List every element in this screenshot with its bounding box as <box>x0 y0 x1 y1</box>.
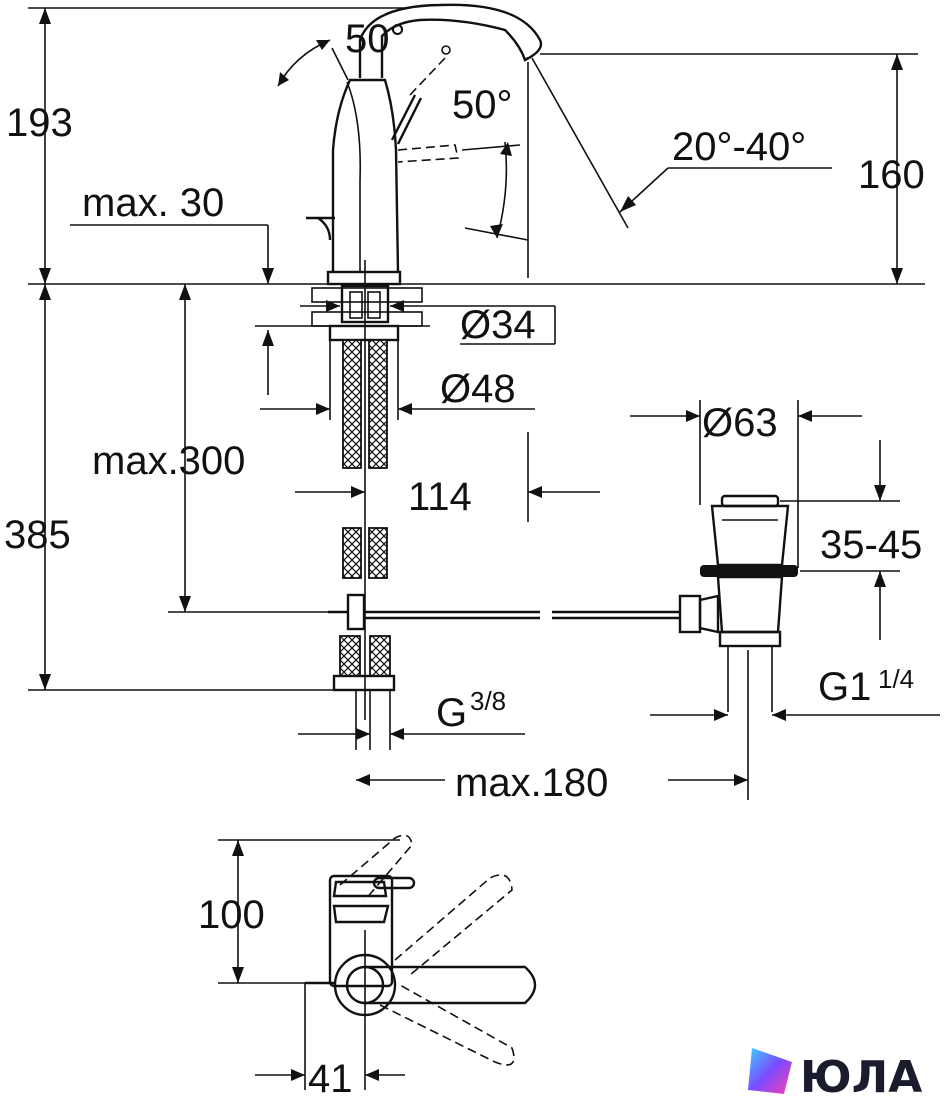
dim-max-30: max. 30 <box>82 181 224 225</box>
under-deck-assembly <box>28 260 749 800</box>
brand-logo-text: ЮЛА <box>800 1052 922 1100</box>
dim-193: 193 <box>6 101 73 145</box>
dim-g-3-8: G 3/8 <box>436 686 506 735</box>
dim-g1-fraction: 1/4 <box>878 664 914 694</box>
dim-max-180: max.180 <box>455 761 608 805</box>
dim-35-45: 35-45 <box>820 523 922 567</box>
brand-logo: ЮЛА <box>748 1048 922 1100</box>
dim-diameter-34: Ø34 <box>460 303 536 347</box>
dim-diameter-63: Ø63 <box>702 401 778 445</box>
dim-max-300: max.300 <box>92 439 245 483</box>
dim-g-label: G <box>436 691 467 735</box>
dim-diameter-48: Ø48 <box>440 367 516 411</box>
plan-view <box>218 834 537 1090</box>
dim-114: 114 <box>408 475 472 519</box>
dim-g-fraction: 3/8 <box>470 686 506 716</box>
dim-lever-angle-front: 50° <box>345 17 406 61</box>
dim-g1-label: G1 <box>818 665 871 709</box>
dim-160: 160 <box>858 153 925 197</box>
faucet-elevation <box>28 3 925 395</box>
dim-lever-angle-side: 50° <box>452 83 513 127</box>
waste-assembly <box>630 400 940 721</box>
dimension-labels: 193 50° 50° 20°-40° 160 max. 30 Ø34 Ø48 … <box>4 17 925 1100</box>
dim-41: 41 <box>308 1057 353 1100</box>
dim-g1-1-4: G1 1/4 <box>818 664 914 709</box>
dim-385: 385 <box>4 513 71 557</box>
brand-logo-icon <box>748 1048 792 1094</box>
dim-100: 100 <box>198 893 265 937</box>
dim-spout-swivel: 20°-40° <box>672 125 806 169</box>
